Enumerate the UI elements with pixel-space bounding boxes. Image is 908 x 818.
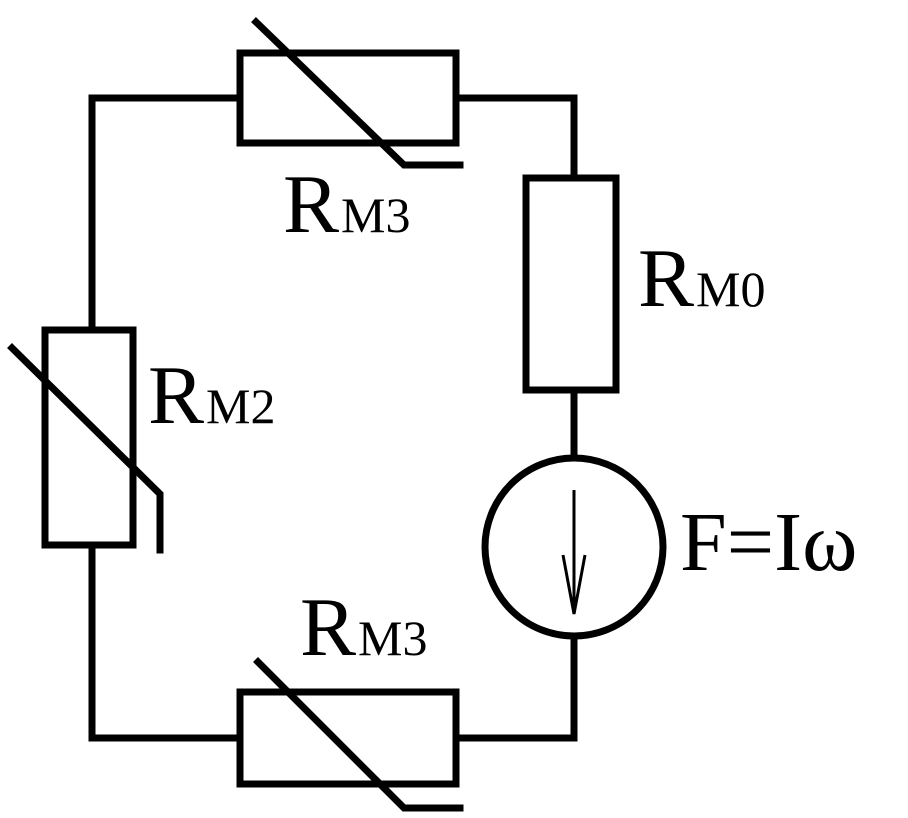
circuit-wires [88,94,578,742]
wire-bottom-left [88,541,244,742]
resistor-right-rm0 [522,174,620,394]
label-right-main: R [638,232,694,325]
resistor-left-rm2 [7,326,164,554]
wire-top-right [452,94,578,182]
resistor-left-body [41,326,137,549]
variable-resistor-slash-icon [253,657,464,812]
label-top-sub: M3 [341,187,410,243]
resistor-bottom-body [236,688,460,788]
wire-top-left [88,94,244,334]
label-top-main: R [283,158,339,251]
label-left-sub: M2 [206,378,275,434]
label-bottom-sub: M3 [358,610,427,666]
label-left-main: R [148,349,204,442]
resistor-top-body [236,49,460,147]
label-bottom-resistor: RM3 [300,581,428,674]
variable-resistor-slash-icon [251,17,464,169]
resistor-top-rm3 [236,17,464,169]
label-top-resistor: RM3 [283,158,411,251]
variable-resistor-slash-icon [7,343,164,554]
label-source-formula: F=Iω [680,496,857,589]
label-right-sub: M0 [696,261,765,317]
mmf-source [481,454,667,640]
label-right-resistor: RM0 [638,232,766,325]
wire-right-bottom [452,633,578,742]
label-left-resistor: RM2 [148,349,276,442]
resistor-bottom-rm3 [236,657,464,812]
resistor-right-body [522,174,620,394]
label-bottom-main: R [300,581,356,674]
arrow-down-icon [561,490,587,615]
